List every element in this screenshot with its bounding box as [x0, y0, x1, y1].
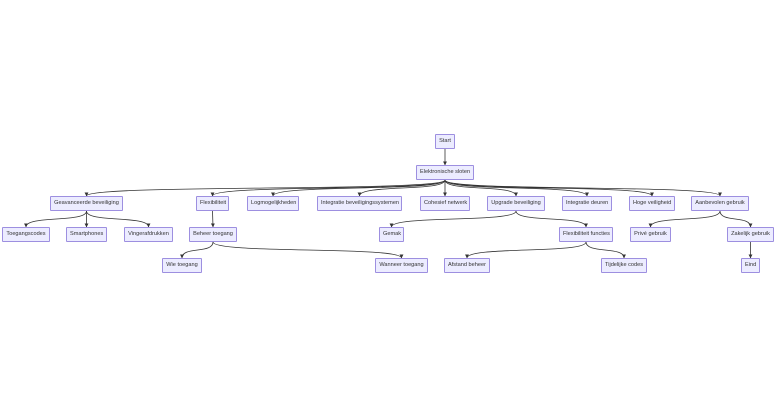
- node-tijdelijke-codes: Tijdelijke codes: [601, 258, 647, 273]
- node-gemak: Gemak: [379, 227, 404, 242]
- node-wanneer-toegang: Wanneer toegang: [375, 258, 428, 273]
- node-beheer-toegang: Beheer toegang: [189, 227, 237, 242]
- edge-geavanceerde_beveiliging-to-toegangscodes: [24, 210, 87, 228]
- node-zakelijk-gebruik: Zakelijk gebruik: [727, 227, 774, 242]
- node-vingerafdrukken: Vingerafdrukken: [124, 227, 173, 242]
- node-elektronische-sloten: Elektronische sloten: [416, 165, 474, 180]
- node-integratie-deuren: Integratie deuren: [562, 196, 612, 211]
- edge-aanbevolen_gebruik-to-zakelijk_gebruik: [719, 210, 753, 228]
- node-aanbevolen-gebruik: Aanbevolen gebruik: [691, 196, 749, 211]
- edge-aanbevolen_gebruik-to-prive_gebruik: [648, 210, 721, 228]
- edge-upgrade_beveiliging-to-flexibiliteit_functies: [515, 210, 588, 228]
- node-eind: Eind: [741, 258, 760, 273]
- node-logmogelijkheden: Logmogelijkheden: [247, 196, 299, 211]
- edge-flexibiliteit_functies-to-afstand_beheer: [465, 241, 587, 259]
- edge-elektronische_sloten-to-geavanceerde_beveiliging: [84, 179, 446, 197]
- edge-flexibiliteit_functies-to-tijdelijke_codes: [585, 241, 626, 259]
- node-afstand-beheer: Afstand beheer: [444, 258, 490, 273]
- edge-beheer_toegang-to-wanneer_toegang: [212, 241, 404, 259]
- node-geavanceerde-beveiliging: Geavanceerde beveiliging: [50, 196, 123, 211]
- edge-elektronische_sloten-to-flexibiliteit: [210, 179, 446, 197]
- node-smartphones: Smartphones: [66, 227, 107, 242]
- node-toegangscodes: Toegangscodes: [2, 227, 50, 242]
- node-wie-toegang: Wie toegang: [162, 258, 202, 273]
- node-cohesief-netwerk: Cohesief netwerk: [420, 196, 470, 211]
- node-flexibiliteit: Flexibiliteit: [196, 196, 229, 211]
- edge-elektronische_sloten-to-logmogelijkheden: [271, 179, 446, 197]
- node-hoge-veiligheid: Hoge veiligheid: [629, 196, 675, 211]
- edge-upgrade_beveiliging-to-gemak: [389, 210, 517, 228]
- node-flexibiliteit-functies: Flexibiliteit functies: [559, 227, 613, 242]
- edge-elektronische_sloten-to-integratie_beveiligingssystemen: [357, 179, 446, 197]
- node-start: Start: [435, 134, 455, 149]
- node-integratie-beveiligingssystemen: Integratie beveiligingssystemen: [317, 196, 402, 211]
- edge-geavanceerde_beveiliging-to-vingerafdrukken: [86, 210, 151, 228]
- edge-beheer_toegang-to-wie_toegang: [180, 241, 214, 259]
- node-upgrade-beveiliging: Upgrade beveiliging: [487, 196, 545, 211]
- edge-elektronische_sloten-to-aanbevolen_gebruik: [444, 179, 722, 197]
- edge-elektronische_sloten-to-upgrade_beveiliging: [444, 179, 518, 197]
- edge-flexibiliteit-to-beheer_toegang: [210, 210, 215, 228]
- edge-elektronische_sloten-to-integratie_deuren: [444, 179, 589, 197]
- node-prive-gebruik: Privé gebruik: [630, 227, 671, 242]
- edge-elektronische_sloten-to-hoge_veiligheid: [444, 179, 654, 197]
